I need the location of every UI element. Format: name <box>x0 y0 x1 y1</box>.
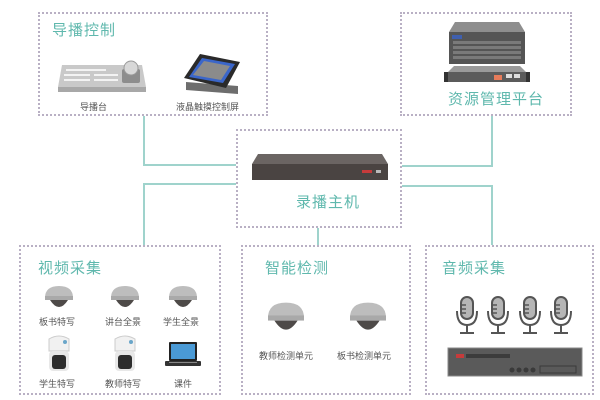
touch-screen-icon <box>184 54 240 94</box>
microphone-icon <box>456 296 478 334</box>
microphone-icon <box>519 296 541 334</box>
dome-camera-icon <box>45 286 73 307</box>
item-label: 液晶触摸控制屏 <box>176 103 240 113</box>
microphone-icon <box>550 296 572 334</box>
item-label: 教师检测单元 <box>259 352 314 362</box>
connector-host-video <box>143 183 145 246</box>
item-label: 导播台 <box>80 103 108 113</box>
connector-resource-host <box>491 115 493 167</box>
dome-camera-icon <box>268 302 304 330</box>
group-title: 智能检测 <box>265 259 330 277</box>
group-title: 音频采集 <box>442 259 507 277</box>
item-label: 学生全景 <box>163 318 200 328</box>
microphone-icon <box>487 296 509 334</box>
laptop-icon <box>165 342 201 366</box>
item-label: 板书特写 <box>39 318 76 328</box>
connector-host-video-h <box>143 183 237 185</box>
storage-server-icon <box>449 22 525 64</box>
connector-resource-host-h <box>401 165 493 167</box>
connector-directing-host-h <box>143 164 237 166</box>
item-label: 讲台全景 <box>105 318 142 328</box>
group-video-capture: 视频采集 板书特写 讲台全景 学生全景 学生特写 教师特写 课件 <box>19 245 221 395</box>
group-resource-platform: 资源管理平台 <box>400 12 572 116</box>
connector-host-detection <box>317 227 319 246</box>
group-title: 资源管理平台 <box>448 90 545 108</box>
group-recording-host: 录播主机 <box>236 129 402 228</box>
dome-camera-icon <box>169 286 197 307</box>
ptz-camera-icon <box>48 335 70 371</box>
recorder-host-icon <box>252 154 388 180</box>
group-smart-detection: 智能检测 教师检测单元 板书检测单元 <box>241 245 411 395</box>
rack-server-icon <box>444 66 530 82</box>
group-directing-control: 导播控制 导播台 液晶触摸控制屏 <box>38 12 268 116</box>
group-title: 导播控制 <box>52 21 117 39</box>
connector-host-audio <box>491 185 493 246</box>
group-title: 录播主机 <box>296 193 361 211</box>
item-label: 学生特写 <box>39 380 76 390</box>
dome-camera-icon <box>111 286 139 307</box>
connector-host-audio-h <box>401 185 493 187</box>
dome-camera-icon <box>350 302 386 330</box>
item-label: 板书检测单元 <box>337 352 392 362</box>
item-label: 课件 <box>174 380 193 390</box>
group-title: 视频采集 <box>38 259 103 277</box>
audio-processor-icon <box>447 347 583 377</box>
connector-directing-host <box>143 115 145 166</box>
ptz-camera-icon <box>114 335 136 371</box>
item-label: 教师特写 <box>105 380 142 390</box>
control-console-icon <box>58 60 146 92</box>
group-audio-capture: 音频采集 <box>425 245 594 395</box>
